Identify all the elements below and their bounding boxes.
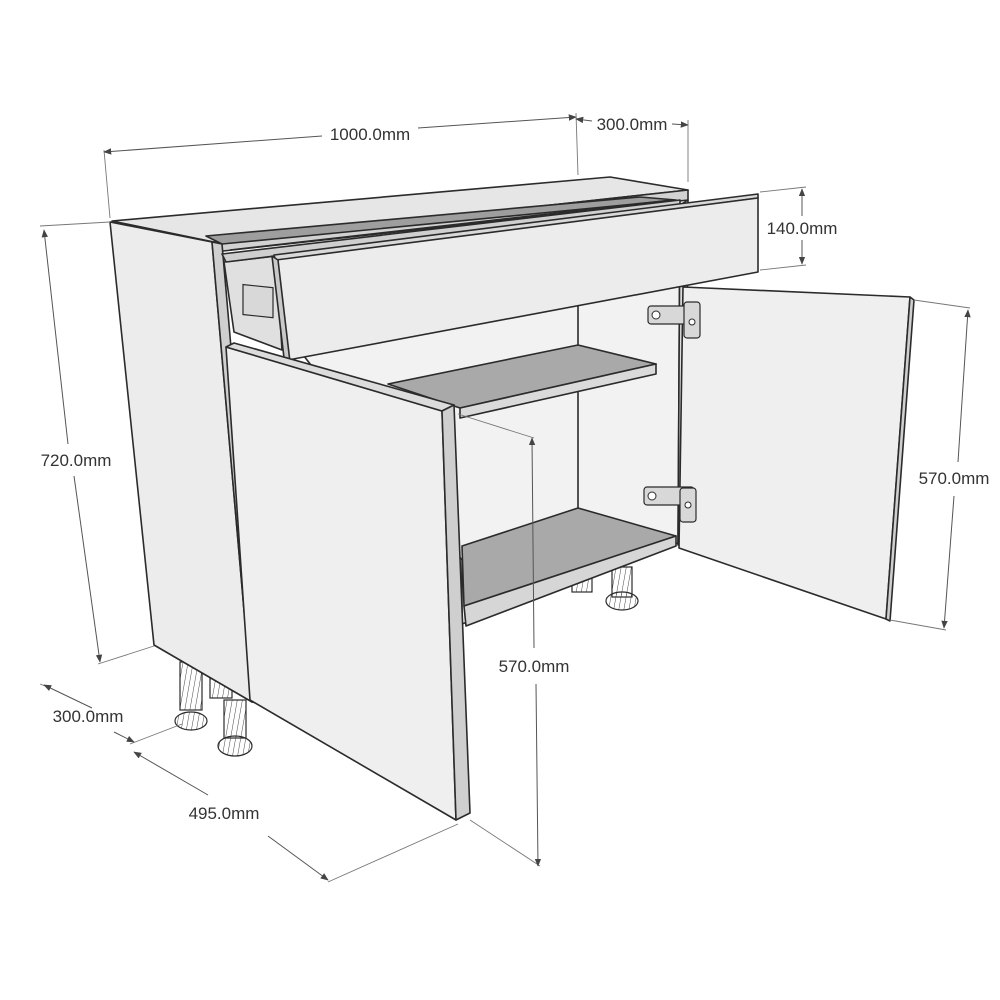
drawer <box>221 193 759 363</box>
dim-width-label: 1000.0mm <box>330 125 410 144</box>
right-door <box>678 286 915 622</box>
hinge-bottom <box>643 486 697 523</box>
dim-left-depth-label: 300.0mm <box>53 707 124 726</box>
right-door-face <box>678 286 911 620</box>
right-door-edge <box>885 296 915 622</box>
left-door-front-edge <box>441 404 471 821</box>
drawer-runner <box>242 283 274 319</box>
leg-front-left-b <box>217 699 253 757</box>
leg-front-left-a <box>174 661 208 731</box>
dim-total-height-label: 720.0mm <box>41 451 112 470</box>
dim-drawer-height-label: 140.0mm <box>767 219 838 238</box>
dimension-lines <box>39 112 971 883</box>
dim-left-door-label: 570.0mm <box>499 657 570 676</box>
dim-drawer-opening-label: 300.0mm <box>597 115 668 134</box>
hinge-top <box>647 301 701 339</box>
left-door <box>225 342 471 821</box>
dim-depth-label: 495.0mm <box>189 804 260 823</box>
cabinet-legs <box>174 566 639 757</box>
dim-right-door-label: 570.0mm <box>919 469 990 488</box>
bottom-shelf-edge <box>463 535 677 627</box>
leg-front-right <box>605 566 639 611</box>
left-door-face <box>225 346 457 821</box>
